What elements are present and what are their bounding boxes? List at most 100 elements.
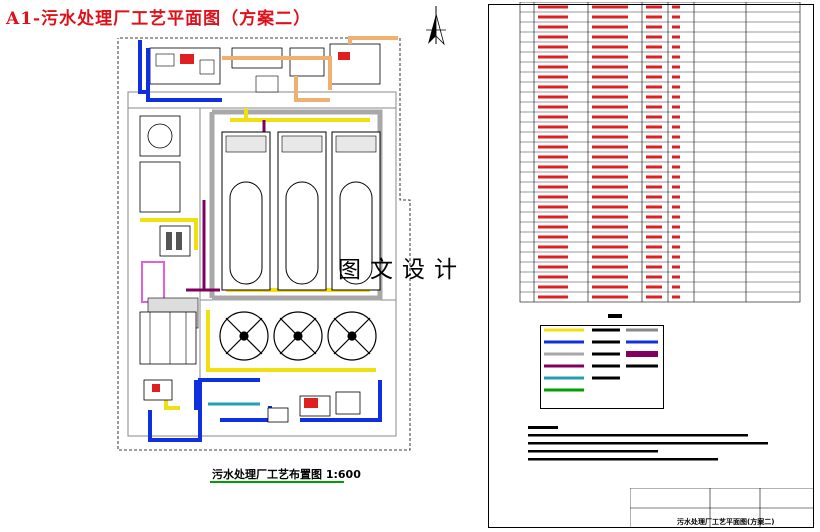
table-cell-mark: [538, 175, 568, 179]
table-cell-mark: [592, 15, 628, 19]
table-cell-mark: [538, 185, 568, 189]
table-cell-mark: [592, 155, 628, 159]
table-cell-mark: [592, 195, 628, 199]
sludge-buildings: [267, 391, 361, 423]
table-cell-mark: [538, 45, 568, 49]
table-cell-mark: [646, 75, 662, 79]
table-cell-mark: [538, 65, 568, 69]
table-cell-mark: [538, 155, 568, 159]
table-cell-mark: [592, 65, 628, 69]
table-cell-mark: [538, 205, 568, 209]
table-cell-mark: [538, 225, 568, 229]
table-cell-mark: [672, 165, 680, 169]
table-cell-mark: [646, 175, 662, 179]
drawing-frame: [488, 4, 814, 528]
table-cell-mark: [592, 135, 628, 139]
table-cell-mark: [592, 215, 628, 219]
table-cell-mark: [646, 45, 662, 49]
table-cell-mark: [592, 45, 628, 49]
table-cell-mark: [538, 145, 568, 149]
table-cell-mark: [672, 85, 680, 89]
table-cell-mark: [592, 165, 628, 169]
table-cell-mark: [672, 55, 680, 59]
table-cell-mark: [672, 245, 680, 249]
table-cell-mark: [646, 255, 662, 259]
table-cell-mark: [538, 235, 568, 239]
design-notes: [528, 426, 768, 461]
table-cell-mark: [538, 295, 568, 299]
table-cell-mark: [672, 115, 680, 119]
table-cell-mark: [646, 25, 662, 29]
table-cell-mark: [538, 165, 568, 169]
table-cell-mark: [538, 215, 568, 219]
table-cell-mark: [538, 25, 568, 29]
table-cell-mark: [538, 135, 568, 139]
table-cell-mark: [646, 275, 662, 279]
table-cell-mark: [646, 215, 662, 219]
table-cell-mark: [646, 15, 662, 19]
pipe-legend-swatches: [544, 314, 658, 392]
pipe-legend: [540, 325, 664, 409]
table-cell-mark: [672, 295, 680, 299]
table-cell-mark: [538, 85, 568, 89]
table-cell-mark: [592, 145, 628, 149]
table-cell-mark: [672, 35, 680, 39]
table-cell-mark: [646, 205, 662, 209]
table-cell-mark: [646, 165, 662, 169]
table-cell-mark: [646, 105, 662, 109]
table-cell-mark: [538, 55, 568, 59]
table-cell-mark: [672, 205, 680, 209]
site-boundary: [117, 37, 411, 451]
table-cell-mark: [672, 125, 680, 129]
oxidation-ditch-icon: [221, 131, 381, 291]
table-cell-mark: [592, 295, 628, 299]
table-cell-mark: [538, 115, 568, 119]
table-cell-mark: [672, 255, 680, 259]
table-cell-mark: [538, 35, 568, 39]
table-cell-mark: [646, 135, 662, 139]
table-cell-mark: [592, 225, 628, 229]
table-cell-mark: [646, 85, 662, 89]
table-cell-mark: [646, 245, 662, 249]
table-cell-mark: [646, 145, 662, 149]
table-cell-mark: [646, 225, 662, 229]
table-cell-mark: [592, 255, 628, 259]
table-cell-mark: [646, 235, 662, 239]
table-cell-mark: [646, 55, 662, 59]
sludge-pipes: [222, 36, 398, 102]
table-cell-mark: [672, 235, 680, 239]
table-cell-mark: [646, 185, 662, 189]
table-cell-mark: [538, 275, 568, 279]
table-cell-mark: [672, 215, 680, 219]
table-cell-mark: [672, 175, 680, 179]
table-cell-mark: [646, 35, 662, 39]
table-cell-mark: [646, 285, 662, 289]
title-block-name: 污水处理厂工艺平面图(方案二): [677, 518, 775, 526]
table-cell-mark: [592, 185, 628, 189]
table-cell-mark: [672, 25, 680, 29]
table-cell-mark: [592, 235, 628, 239]
table-cell-mark: [672, 145, 680, 149]
equipment-rows: [520, 5, 800, 299]
table-cell-mark: [538, 255, 568, 259]
table-cell-mark: [672, 5, 680, 9]
table-cell-mark: [538, 195, 568, 199]
table-cell-mark: [538, 265, 568, 269]
table-cell-mark: [646, 195, 662, 199]
table-cell-mark: [592, 245, 628, 249]
table-cell-mark: [672, 155, 680, 159]
table-cell-mark: [592, 35, 628, 39]
table-cell-mark: [592, 105, 628, 109]
table-cell-mark: [592, 95, 628, 99]
table-cell-mark: [646, 295, 662, 299]
table-cell-mark: [646, 5, 662, 9]
table-cell-mark: [646, 155, 662, 159]
table-cell-mark: [672, 65, 680, 69]
table-cell-mark: [592, 85, 628, 89]
table-cell-mark: [538, 95, 568, 99]
table-cell-mark: [646, 115, 662, 119]
table-cell-mark: [538, 285, 568, 289]
drawing-caption: 污水处理厂工艺布置图 1:600: [212, 468, 361, 481]
pretreatment-units: [139, 115, 199, 401]
